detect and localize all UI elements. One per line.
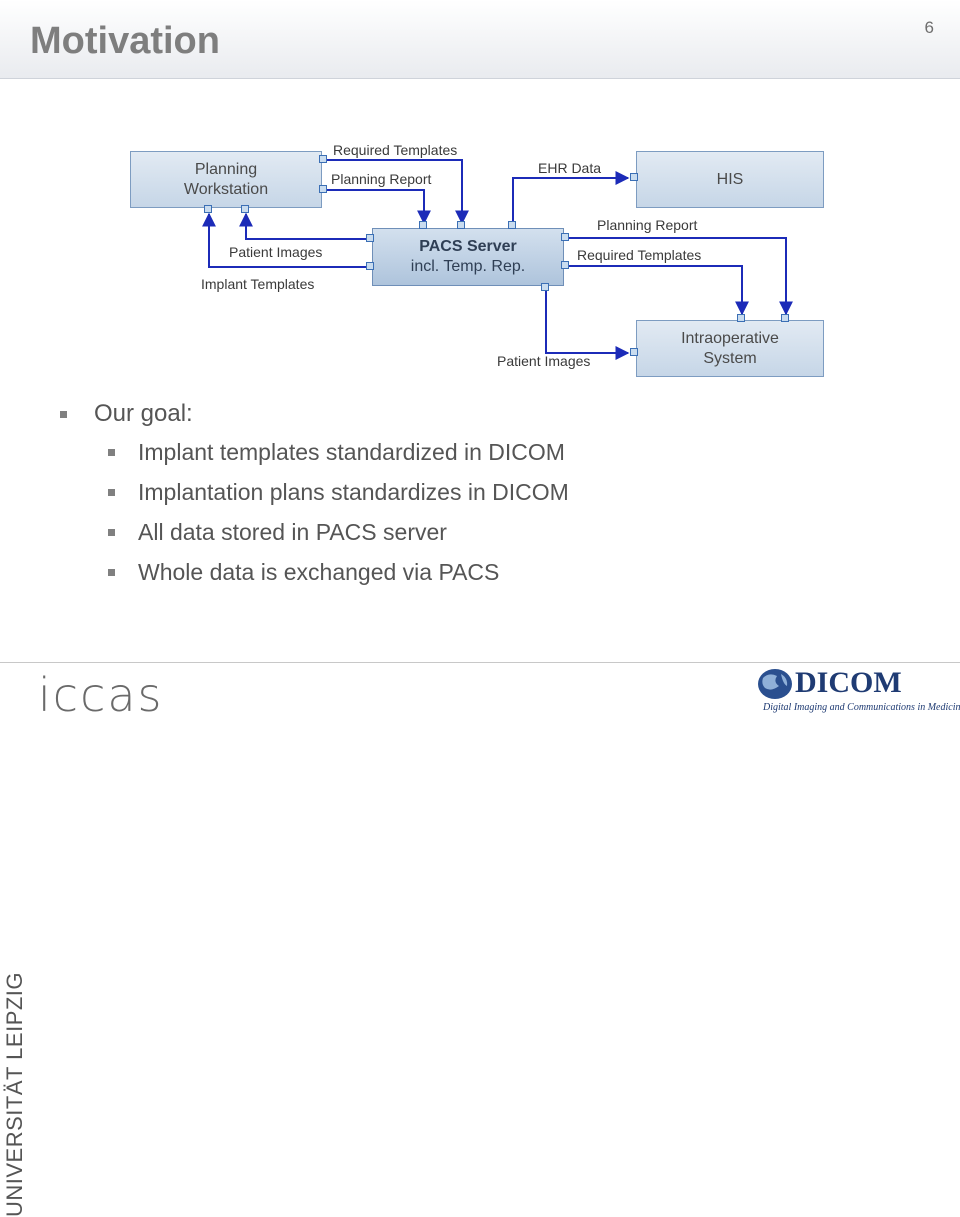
edge-planning-report-intraop: [567, 237, 793, 316]
edge-label-required-templates-2: Required Templates: [577, 247, 702, 263]
node-pacs-line1: PACS Server: [419, 238, 517, 255]
port-pacs-right-1: [561, 233, 569, 241]
edge-patient-images-intraop: [545, 289, 630, 360]
port-planning-out-1: [319, 155, 327, 163]
dicom-tagline: Digital Imaging and Communications in Me…: [763, 702, 960, 713]
node-intraoperative-system: Intraoperative System: [636, 320, 824, 377]
bullet-square-icon: [60, 411, 67, 418]
bullet-square-icon: [108, 449, 115, 456]
edge-planning-report-planning: [327, 189, 431, 225]
port-planning-in-2: [241, 205, 249, 213]
page-number: 6: [924, 18, 934, 37]
port-pacs-left-1: [366, 234, 374, 242]
port-intraop-in-1: [737, 314, 745, 322]
bullet-heading-text: Our goal:: [94, 400, 193, 427]
edge-label-planning-report-1: Planning Report: [331, 171, 432, 187]
port-planning-out-2: [319, 185, 327, 193]
port-pacs-bottom: [541, 283, 549, 291]
bullet-item: Whole data is exchanged via PACS: [60, 552, 920, 592]
port-pacs-in-2: [457, 221, 465, 229]
node-intraop-line2: System: [703, 349, 757, 367]
edge-label-patient-images-1: Patient Images: [229, 244, 323, 260]
edge-label-ehr-data: EHR Data: [538, 160, 602, 176]
university-logo: UNIVERSITÄT LEIPZIG: [0, 505, 30, 1217]
port-intraop-in-2: [781, 314, 789, 322]
bullet-heading: Our goal:: [60, 396, 920, 432]
goal-bullets: Our goal: Implant templates standardized…: [60, 396, 920, 592]
bullet-item-text: Implantation plans standardizes in DICOM: [138, 479, 569, 505]
slide-title: Motivation: [30, 20, 220, 62]
architecture-diagram: [202, 159, 793, 360]
node-planning-line2: Workstation: [183, 180, 269, 198]
title-bar: Motivation 6: [0, 0, 960, 79]
bullet-item: All data stored in PACS server: [60, 512, 920, 552]
iccas-logo: iccas: [38, 668, 164, 722]
bullet-item: Implant templates standardized in DICOM: [60, 432, 920, 472]
edge-required-templates-intraop: [567, 265, 749, 316]
dicom-wordmark: DICOM: [795, 666, 902, 699]
footer-divider: [0, 662, 960, 663]
dicom-logo: DICOM Digital Imaging and Communications…: [755, 664, 960, 718]
port-pacs-left-2: [366, 262, 374, 270]
port-pacs-in-1: [419, 221, 427, 229]
bullet-item: Implantation plans standardizes in DICOM: [60, 472, 920, 512]
edge-label-implant-templates: Implant Templates: [201, 276, 315, 292]
edge-label-patient-images-2: Patient Images: [497, 353, 591, 369]
edge-patient-images-planning: [239, 212, 368, 240]
edge-ehr-data: [512, 171, 630, 222]
bullet-square-icon: [108, 569, 115, 576]
node-planning-workstation: Planning Workstation: [130, 151, 322, 208]
port-planning-in-1: [204, 205, 212, 213]
globe-icon: [758, 669, 792, 699]
edge-label-required-templates-1: Required Templates: [333, 142, 458, 158]
university-name: UNIVERSITÄT LEIPZIG: [2, 971, 27, 1217]
node-his-label: HIS: [716, 170, 744, 188]
port-pacs-out-ehr: [508, 221, 516, 229]
bullet-square-icon: [108, 489, 115, 496]
port-intraop-in-left: [630, 348, 638, 356]
bullet-item-text: Implant templates standardized in DICOM: [138, 439, 565, 465]
port-his-in: [630, 173, 638, 181]
bullet-square-icon: [108, 529, 115, 536]
edge-label-planning-report-2: Planning Report: [597, 217, 698, 233]
node-planning-line1: Planning: [194, 160, 258, 178]
node-pacs-line2: incl. Temp. Rep.: [410, 258, 526, 275]
node-intraop-line1: Intraoperative: [681, 329, 779, 347]
node-his: HIS: [636, 151, 824, 208]
port-pacs-right-2: [561, 261, 569, 269]
bullet-item-text: Whole data is exchanged via PACS: [138, 559, 500, 585]
edge-implant-templates-planning: [202, 212, 368, 268]
node-pacs-server: PACS Server incl. Temp. Rep.: [372, 228, 564, 286]
bullet-item-text: All data stored in PACS server: [138, 519, 447, 545]
edge-required-templates-planning: [327, 159, 469, 225]
